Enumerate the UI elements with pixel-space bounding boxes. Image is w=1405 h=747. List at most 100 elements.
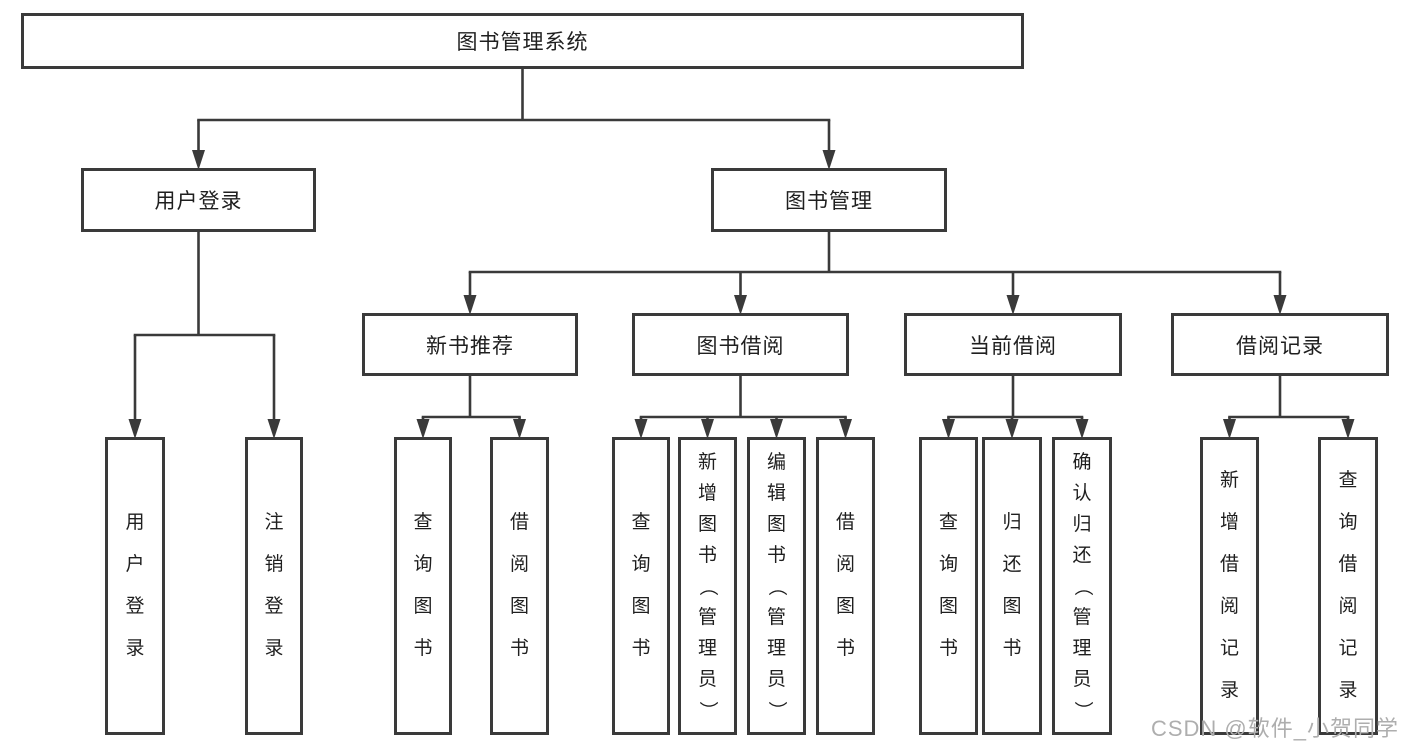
node-label-char: ） [766,700,787,720]
node-label-char: 图 [836,596,856,617]
node-leaf-cb-confirm: 确认归还（管理员） [1052,437,1112,735]
node-label-char: 阅 [510,554,530,575]
node-new-book-recommend: 新书推荐 [362,313,578,376]
node-borrow-records: 借阅记录 [1171,313,1389,376]
node-label-char: 新 [698,451,718,473]
node-label-char: 书 [413,638,433,659]
node-label-current-borrowing: 当前借阅 [969,334,1057,358]
node-label-char: 询 [1338,512,1358,533]
node-label-char: 录 [125,638,145,659]
node-label-char: 认 [1072,482,1092,504]
node-label-char: 登 [125,596,145,617]
node-label-char: 书 [836,638,856,659]
node-label-char: 书 [1002,638,1022,659]
node-label-char: 书 [698,544,718,566]
node-leaf-bb-borrow: 借阅图书 [816,437,875,735]
node-label-char: 管 [767,606,787,628]
node-label-char: 借 [510,512,530,533]
node-label-char: 询 [939,554,959,575]
node-leaf-cb-return: 归还图书 [982,437,1042,735]
node-label-char: 归 [1002,512,1022,533]
node-label-borrow-records: 借阅记录 [1236,334,1324,358]
node-label-char: 图 [767,513,787,535]
node-label-char: 记 [1220,638,1240,659]
node-label-char: 记 [1338,638,1358,659]
node-label-char: 登 [264,596,284,617]
node-label-char: 借 [1338,554,1358,575]
node-label-char: 员 [698,668,718,690]
node-label-char: 确 [1072,451,1092,473]
node-book-borrowing: 图书借阅 [632,313,849,376]
node-label-char: 图 [510,596,530,617]
node-label-char: 理 [1072,637,1092,659]
node-label-char: 阅 [836,554,856,575]
node-label-char: 书 [767,544,787,566]
node-label-char: 借 [836,512,856,533]
node-label-char: 询 [413,554,433,575]
node-label-root: 图书管理系统 [456,31,589,54]
node-label-char: 查 [631,512,651,533]
node-label-char: 编 [767,451,787,473]
node-label-leaf-cb-return: 归还图书 [1003,502,1022,670]
node-current-borrowing: 当前借阅 [904,313,1122,376]
node-label-char: 户 [125,554,145,575]
node-label-char: 借 [1220,554,1240,575]
node-label-char: 辑 [767,482,787,504]
node-label-char: ） [697,700,718,720]
node-label-char: 新 [1220,470,1240,491]
node-label-char: 用 [125,512,145,533]
node-label-char: 还 [1072,544,1092,566]
node-label-char: 图 [631,596,651,617]
node-label-leaf-bb-borrow: 借阅图书 [836,502,855,670]
node-root: 图书管理系统 [21,13,1024,69]
node-label-char: 注 [264,512,284,533]
node-label-leaf-nb-borrow: 借阅图书 [510,502,529,670]
node-leaf-nb-query: 查询图书 [394,437,452,735]
node-label-char: 图 [698,513,718,535]
node-label-leaf-br-add: 新增借阅记录 [1220,460,1239,712]
node-label-leaf-bb-add: 新增图书 （ 管理员 ） [697,447,718,726]
node-label-new-book-recommend: 新书推荐 [426,334,514,358]
node-leaf-br-add: 新增借阅记录 [1200,437,1259,735]
node-label-char: （ [697,576,718,596]
node-label-leaf-bb-edit: 编辑图书 （ 管理员 ） [766,447,787,726]
node-label-char: 查 [413,512,433,533]
node-label-char: （ [1071,576,1093,596]
node-label-leaf-bb-query: 查询图书 [632,502,651,670]
node-label-char: （ [766,576,787,596]
node-label-char: 理 [767,637,787,659]
node-leaf-bb-add: 新增图书 （ 管理员 ） [678,437,737,735]
node-leaf-bb-edit: 编辑图书 （ 管理员 ） [747,437,806,735]
node-label-char: 还 [1002,554,1022,575]
node-label-char: 理 [698,637,718,659]
node-label-char: 书 [510,638,530,659]
node-label-leaf-user-login: 用户登录 [126,502,145,670]
node-label-char: 归 [1072,513,1092,535]
node-label-char: 销 [264,554,284,575]
node-label-char: 增 [698,482,718,504]
node-label-char: 管 [1072,606,1092,628]
node-label-leaf-logout: 注销登录 [265,502,284,670]
node-leaf-nb-borrow: 借阅图书 [490,437,549,735]
watermark-text: CSDN @软件_小贺同学 [1150,716,1399,741]
node-label-leaf-cb-query: 查询图书 [939,502,958,670]
node-label-leaf-nb-query: 查询图书 [414,502,433,670]
node-label-char: 查 [1338,470,1358,491]
node-leaf-cb-query: 查询图书 [919,437,978,735]
node-label-char: 阅 [1220,596,1240,617]
node-label-leaf-cb-confirm: 确认归还（管理员） [1072,447,1093,726]
node-label-char: 增 [1220,512,1240,533]
node-label-char: 查 [939,512,959,533]
node-label-char: 员 [767,668,787,690]
node-label-char: 阅 [1338,596,1358,617]
node-label-book-management: 图书管理 [785,190,873,213]
node-leaf-user-login: 用户登录 [105,437,165,735]
node-label-char: 图 [939,596,959,617]
node-label-book-borrowing: 图书借阅 [696,334,785,358]
node-book-management: 图书管理 [711,168,947,232]
node-label-char: 图 [413,596,433,617]
node-label-char: 录 [1220,680,1240,701]
node-label-char: 管 [698,606,718,628]
node-label-char: ） [1071,700,1093,720]
